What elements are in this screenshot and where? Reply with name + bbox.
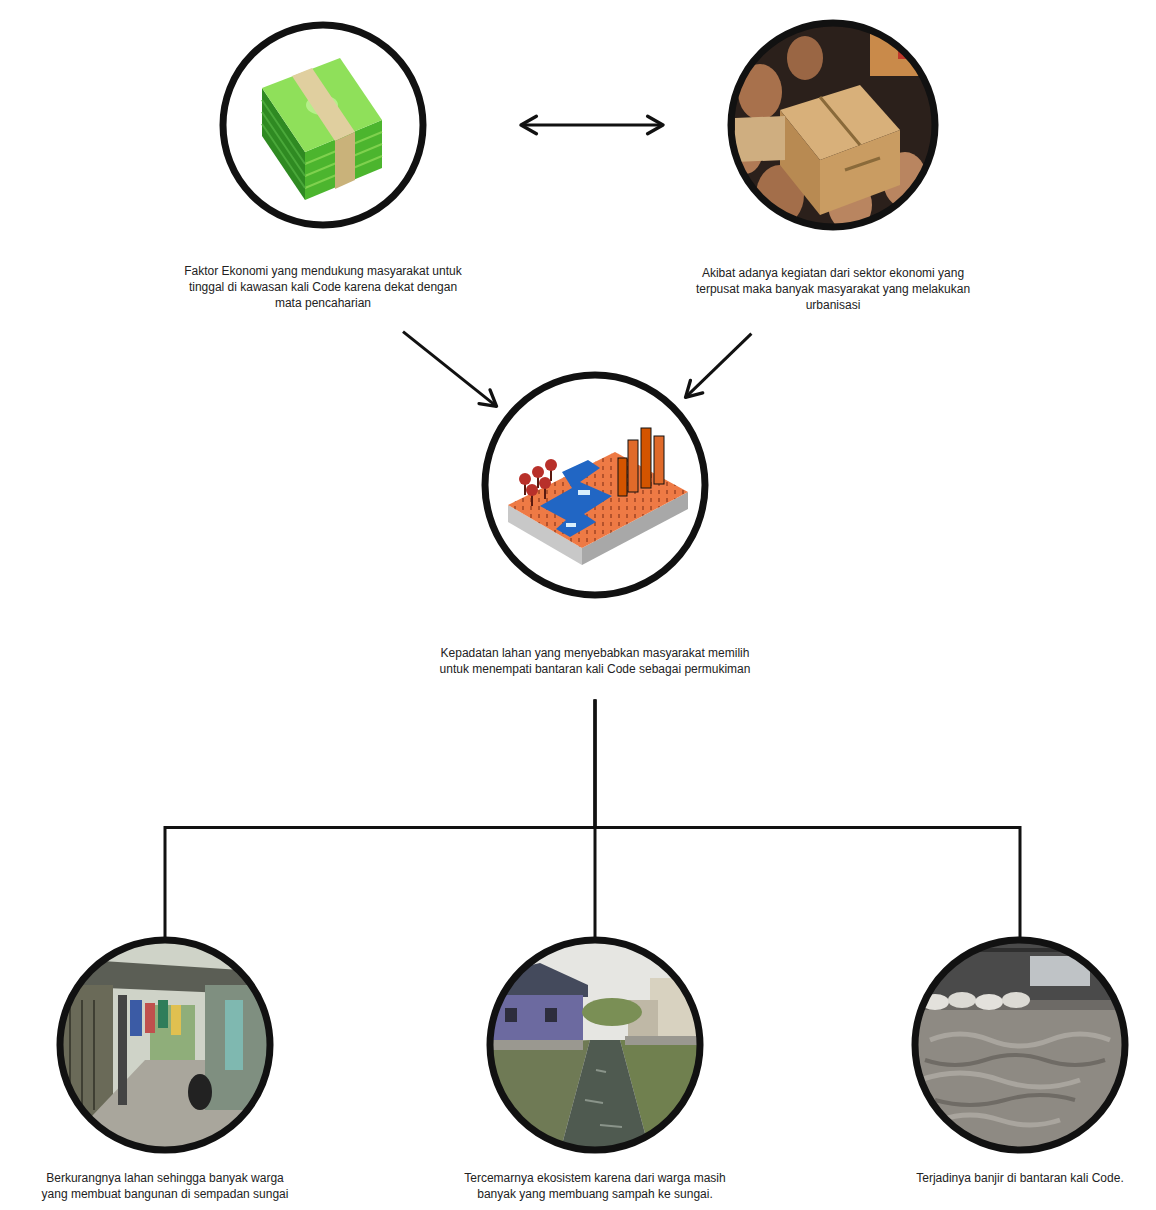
building (628, 440, 638, 492)
river-sky (488, 938, 702, 1152)
circle-outline (219, 21, 427, 229)
river-photo (488, 938, 702, 1152)
post (118, 995, 127, 1105)
water-glint (585, 1070, 622, 1127)
building (618, 458, 627, 496)
flow-arrow (521, 124, 663, 127)
tree (519, 473, 531, 485)
city-illustration (483, 373, 707, 597)
clothes (145, 1003, 155, 1033)
circle-outline (486, 936, 704, 1154)
node-caption: Terjadinya banjir di bantaran kali Code. (895, 1170, 1145, 1186)
flow-arrow (686, 334, 752, 398)
wall (488, 1040, 583, 1050)
crowd-ground (729, 21, 937, 229)
tree (545, 459, 557, 471)
money-edges (305, 132, 382, 188)
circle-outline (727, 19, 939, 231)
door (225, 1000, 243, 1070)
circle-node: Terjadinya banjir di bantaran kali Code. (895, 936, 1145, 1186)
branch-line (165, 699, 595, 938)
flow-arrow (403, 332, 497, 407)
branch-line (595, 699, 1020, 938)
wall (625, 1036, 702, 1045)
water (560, 1040, 650, 1152)
flood-ground (913, 938, 1127, 1152)
clothes (130, 1000, 142, 1036)
box (735, 116, 785, 162)
circle-node: Kepadatan lahan yang menyebabkan masyara… (435, 371, 755, 677)
greenery (150, 1005, 195, 1063)
sandbag (948, 992, 976, 1008)
money-edges (262, 100, 305, 188)
money-illustration (220, 22, 426, 228)
wave (925, 1055, 1105, 1105)
node-caption: Akibat adanya kegiatan dari sektor ekono… (688, 265, 978, 314)
sandbag (975, 994, 1003, 1010)
alley-photo (58, 938, 272, 1152)
node-caption: Berkurangnya lahan sehingga banyak warga… (35, 1170, 295, 1202)
money-band (292, 68, 355, 141)
clothes (158, 1000, 168, 1028)
circle-node: Tercemarnya ekosistem karena dari warga … (450, 936, 740, 1202)
wave (920, 1034, 1110, 1125)
roof-line (913, 948, 1127, 952)
building (641, 428, 651, 488)
circle-border (60, 940, 270, 1150)
clothes (171, 1005, 181, 1035)
circle-border (490, 940, 700, 1150)
circle-outline (56, 936, 274, 1154)
crowd-photo (727, 21, 937, 231)
motorcycle (188, 1074, 212, 1110)
flood-photo (913, 938, 1127, 1152)
tree (532, 466, 544, 478)
circle-border (915, 940, 1125, 1150)
city-ground (483, 373, 707, 597)
money-band (335, 132, 355, 189)
boat (578, 490, 590, 495)
node-caption: Faktor Ekonomi yang mendukung masyarakat… (178, 263, 468, 312)
box-tape (820, 97, 880, 170)
circle-outline (481, 371, 709, 599)
sandbag (1002, 992, 1030, 1008)
circle-border (731, 23, 935, 227)
alley-ground (58, 938, 272, 1152)
node-caption: Kepadatan lahan yang menyebabkan masyara… (435, 645, 755, 677)
node-caption: Tercemarnya ekosistem karena dari warga … (450, 1170, 740, 1202)
building (654, 436, 664, 484)
window (545, 1008, 557, 1022)
circle-node: Akibat adanya kegiatan dari sektor ekono… (688, 19, 978, 314)
trees (582, 998, 642, 1026)
tree (539, 477, 551, 489)
circle-border (223, 25, 423, 225)
tree (526, 484, 538, 496)
circle-border (485, 375, 705, 595)
tree-stem (525, 467, 551, 506)
window (505, 1008, 517, 1022)
circle-node: Berkurangnya lahan sehingga banyak warga… (35, 936, 295, 1202)
circle-outline (911, 936, 1129, 1154)
circle-node: Faktor Ekonomi yang mendukung masyarakat… (178, 21, 468, 312)
money-ground (220, 22, 426, 228)
flood-water (913, 1010, 1127, 1152)
boat (566, 523, 576, 527)
face (787, 36, 823, 80)
box (780, 110, 820, 215)
